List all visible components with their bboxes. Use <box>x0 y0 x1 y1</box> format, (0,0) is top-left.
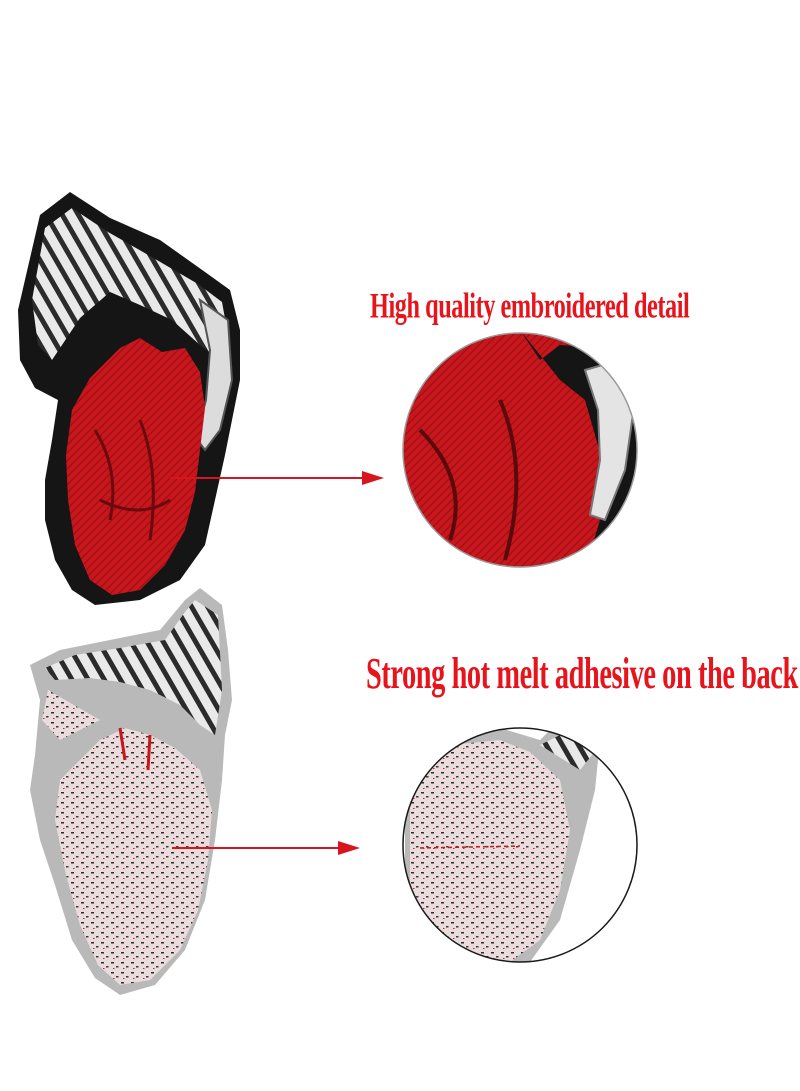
front-horn-neck <box>194 297 234 452</box>
arrow-top <box>170 471 384 485</box>
caption-embroidered-detail: High quality embroidered detail <box>370 285 690 326</box>
caption-adhesive-back: Strong hot melt adhesive on the back <box>366 650 798 699</box>
zoom-circle-back <box>402 727 638 963</box>
arrow-bottom <box>172 841 360 855</box>
front-heart <box>66 338 205 595</box>
back-horn <box>45 600 222 735</box>
back-heart <box>55 728 212 985</box>
front-patch <box>18 192 240 605</box>
back-patch <box>30 588 232 995</box>
front-heart-veins <box>93 419 171 541</box>
front-horn <box>32 208 228 360</box>
zoom-circle-front <box>402 332 638 568</box>
